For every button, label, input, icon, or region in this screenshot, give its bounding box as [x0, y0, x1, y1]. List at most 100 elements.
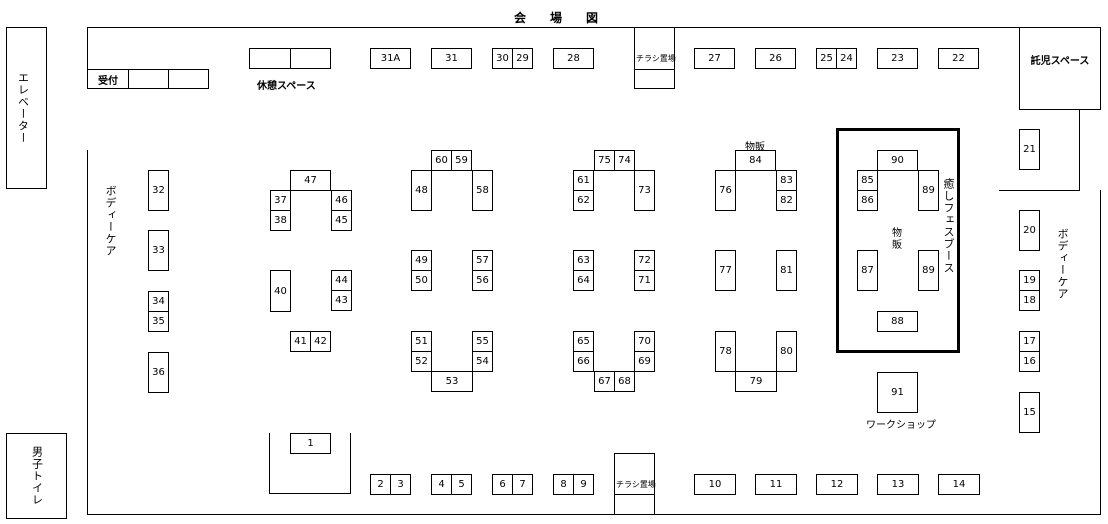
booth-63[interactable]: 63 [573, 250, 594, 271]
flyer-stand-bottom-divider [614, 494, 655, 495]
booth-81[interactable]: 81 [776, 250, 797, 291]
booth-64[interactable]: 64 [573, 270, 594, 291]
booth-90[interactable]: 90 [877, 150, 918, 171]
booth-82[interactable]: 82 [776, 190, 797, 211]
booth-54[interactable]: 54 [472, 351, 493, 372]
booth-74[interactable]: 74 [614, 150, 635, 171]
booth-38[interactable]: 38 [270, 210, 291, 231]
booth-2[interactable]: 2 [370, 474, 391, 495]
booth-91[interactable]: 91 [877, 372, 918, 413]
booth-77[interactable]: 77 [715, 250, 736, 291]
booth-31A[interactable]: 31A [370, 48, 411, 69]
booth-32[interactable]: 32 [148, 170, 169, 211]
booth-22[interactable]: 22 [938, 48, 979, 69]
booth-66[interactable]: 66 [573, 351, 594, 372]
booth-56[interactable]: 56 [472, 270, 493, 291]
booth-14[interactable]: 14 [938, 474, 980, 495]
booth-44[interactable]: 44 [331, 270, 352, 291]
booth-13[interactable]: 13 [877, 474, 919, 495]
booth-76[interactable]: 76 [715, 170, 736, 211]
booth-35[interactable]: 35 [148, 311, 169, 332]
workshop-label: ワークショップ [866, 420, 936, 431]
booth-8[interactable]: 8 [553, 474, 574, 495]
booth-69[interactable]: 69 [634, 351, 655, 372]
booth-47[interactable]: 47 [290, 170, 331, 191]
booth-29[interactable]: 29 [512, 48, 533, 69]
booth-61[interactable]: 61 [573, 170, 594, 191]
booth-40[interactable]: 40 [270, 270, 291, 312]
booth-57[interactable]: 57 [472, 250, 493, 271]
booth-10[interactable]: 10 [694, 474, 736, 495]
booth-83[interactable]: 83 [776, 170, 797, 191]
booth-23[interactable]: 23 [877, 48, 918, 69]
hall-wall-top [87, 27, 1101, 28]
booth-30[interactable]: 30 [492, 48, 513, 69]
flyer-stand-bottom-label: チラシ置場 [616, 480, 656, 489]
booth-52[interactable]: 52 [411, 351, 432, 372]
booth-16[interactable]: 16 [1019, 351, 1040, 372]
booth-28[interactable]: 28 [553, 48, 594, 69]
booth-24[interactable]: 24 [836, 48, 857, 69]
booth-18[interactable]: 18 [1019, 290, 1040, 311]
booth-65[interactable]: 65 [573, 331, 594, 352]
booth-43[interactable]: 43 [331, 290, 352, 311]
booth-25[interactable]: 25 [816, 48, 837, 69]
booth-12[interactable]: 12 [816, 474, 858, 495]
rest-space-table-2 [290, 48, 331, 69]
booth-60[interactable]: 60 [431, 150, 452, 171]
elevator-area: エレベーター [6, 27, 47, 189]
booth-55[interactable]: 55 [472, 331, 493, 352]
booth-36[interactable]: 36 [148, 352, 169, 393]
booth-85[interactable]: 85 [857, 170, 878, 191]
booth-78[interactable]: 78 [715, 331, 736, 372]
booth-46[interactable]: 46 [331, 190, 352, 211]
booth-34[interactable]: 34 [148, 291, 169, 312]
booth-11[interactable]: 11 [755, 474, 797, 495]
booth-71[interactable]: 71 [634, 270, 655, 291]
booth-6[interactable]: 6 [492, 474, 513, 495]
booth-62[interactable]: 62 [573, 190, 594, 211]
booth-5[interactable]: 5 [451, 474, 472, 495]
booth-17[interactable]: 17 [1019, 331, 1040, 352]
booth-70[interactable]: 70 [634, 331, 655, 352]
booth-86[interactable]: 86 [857, 190, 878, 211]
booth-31[interactable]: 31 [431, 48, 472, 69]
booth-4[interactable]: 4 [431, 474, 452, 495]
booth-3[interactable]: 3 [390, 474, 411, 495]
booth-1[interactable]: 1 [290, 433, 331, 454]
booth-88[interactable]: 88 [877, 311, 918, 332]
mens-toilet-area: 男子トイレ [6, 433, 67, 519]
booth-26[interactable]: 26 [755, 48, 796, 69]
booth-9[interactable]: 9 [573, 474, 594, 495]
hall-wall-right-lower [1100, 190, 1101, 515]
booth-41[interactable]: 41 [290, 331, 311, 352]
booth-7[interactable]: 7 [512, 474, 533, 495]
booth-75[interactable]: 75 [594, 150, 615, 171]
booth-89-lower[interactable]: 89 [918, 250, 939, 291]
booth-37[interactable]: 37 [270, 190, 291, 211]
booth-20[interactable]: 20 [1019, 210, 1040, 251]
booth-59[interactable]: 59 [451, 150, 472, 171]
booth-45[interactable]: 45 [331, 210, 352, 231]
booth-21[interactable]: 21 [1019, 129, 1040, 170]
booth-87[interactable]: 87 [857, 250, 878, 291]
booth-49[interactable]: 49 [411, 250, 432, 271]
booth-84[interactable]: 84 [735, 150, 776, 171]
booth-80[interactable]: 80 [776, 331, 797, 372]
booth-68[interactable]: 68 [614, 371, 635, 392]
booth-79[interactable]: 79 [735, 371, 777, 392]
booth-48[interactable]: 48 [411, 170, 432, 211]
booth-42[interactable]: 42 [310, 331, 331, 352]
booth-73[interactable]: 73 [634, 170, 655, 211]
booth-15[interactable]: 15 [1019, 392, 1040, 433]
booth-58[interactable]: 58 [472, 170, 493, 211]
booth-53[interactable]: 53 [431, 371, 473, 392]
booth-33[interactable]: 33 [148, 230, 169, 271]
booth-67[interactable]: 67 [594, 371, 615, 392]
booth-50[interactable]: 50 [411, 270, 432, 291]
booth-72[interactable]: 72 [634, 250, 655, 271]
booth-27[interactable]: 27 [694, 48, 735, 69]
booth-51[interactable]: 51 [411, 331, 432, 352]
booth-19[interactable]: 19 [1019, 270, 1040, 291]
booth-89-upper[interactable]: 89 [918, 170, 939, 211]
